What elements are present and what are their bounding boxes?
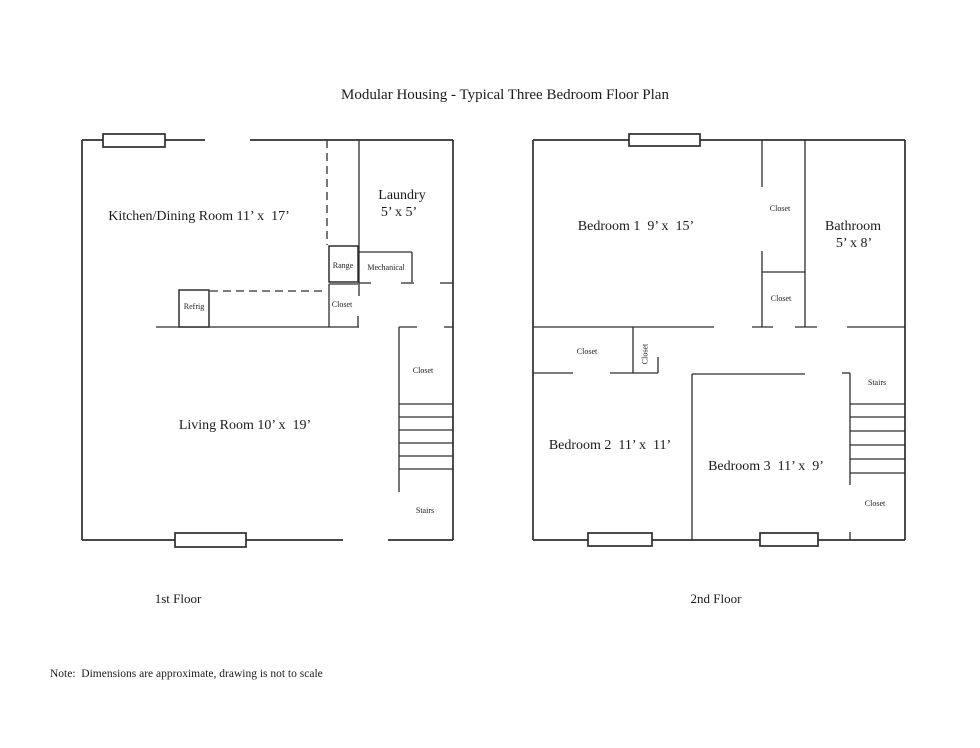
window-marker <box>628 133 701 147</box>
kitchen-dining-label: Kitchen/Dining Room 11’ x 17’ <box>108 209 290 224</box>
closet-lower-label: Closet <box>771 294 792 303</box>
window-marker <box>587 532 653 547</box>
refrig-box <box>178 289 210 328</box>
range-label: Range <box>333 261 354 270</box>
first-floor-stairs-label: Stairs <box>416 506 434 515</box>
living-room-label: Living Room 10’ x 19’ <box>179 418 311 433</box>
first-floor-closet-label: Closet <box>413 366 434 375</box>
bedroom2-label: Bedroom 2 11’ x 11’ <box>549 438 671 453</box>
mechanical-label: Mechanical <box>367 263 405 272</box>
second-floor-walls <box>532 139 906 541</box>
kitchen-closet-label: Closet <box>332 300 353 309</box>
closet-vertical-label: Closet <box>641 343 650 364</box>
first-floor-stair-treads <box>399 403 453 470</box>
range-box <box>328 245 359 283</box>
bathroom-size-label: 5’ x 8’ <box>836 236 872 251</box>
window-marker <box>102 133 166 148</box>
laundry-size-label: 5’ x 5’ <box>381 205 417 220</box>
second-floor-stair-treads <box>850 403 905 474</box>
bathroom-label: Bathroom <box>825 219 881 234</box>
refrig-label: Refrig <box>184 302 204 311</box>
note-text: Note: Dimensions are approximate, drawin… <box>50 668 323 680</box>
laundry-label: Laundry <box>378 188 425 203</box>
first-floor-caption: 1st Floor <box>154 591 202 606</box>
bedroom1-label: Bedroom 1 9’ x 15’ <box>578 219 694 234</box>
first-floor-plan: Kitchen/Dining Room 11’ x 17’ Laundry 5’… <box>81 133 454 548</box>
window-marker <box>174 532 247 548</box>
second-floor-caption: 2nd Floor <box>690 591 742 606</box>
page-title: Modular Housing - Typical Three Bedroom … <box>341 87 669 103</box>
second-floor-plan: Bedroom 1 9’ x 15’ Closet Closet Bathroo… <box>532 133 906 547</box>
bedroom2-closet-label: Closet <box>577 347 598 356</box>
second-floor-stairs-label: Stairs <box>868 378 886 387</box>
window-marker <box>759 532 819 547</box>
closet-upper-label: Closet <box>770 204 791 213</box>
second-floor-closet-label: Closet <box>865 499 886 508</box>
bedroom3-label: Bedroom 3 11’ x 9’ <box>708 459 824 474</box>
